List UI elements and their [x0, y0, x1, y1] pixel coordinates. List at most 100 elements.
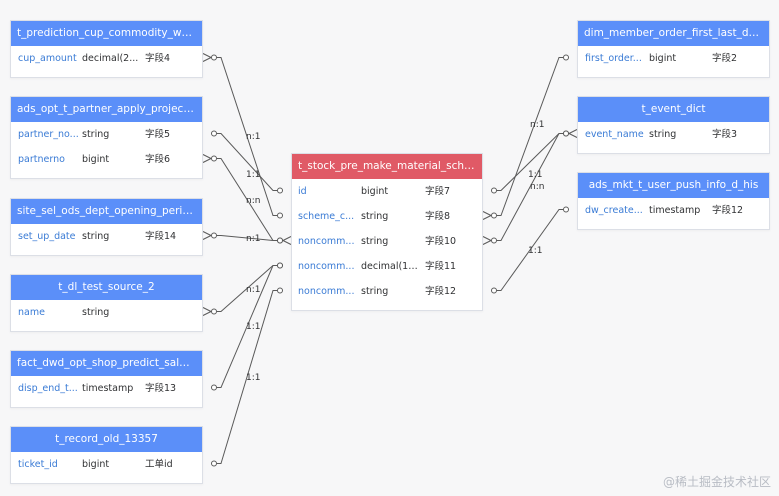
field-type: timestamp — [649, 205, 701, 216]
field-alias: 字段4 — [145, 53, 171, 64]
field-alias: 字段12 — [425, 286, 457, 297]
table-title[interactable]: t_record_old_13357 — [11, 427, 202, 452]
table-title[interactable]: site_sel_ods_dept_opening_period_c... — [11, 199, 202, 224]
one-end — [491, 287, 497, 294]
crowfoot-prong — [202, 231, 212, 236]
crowfoot-prong — [482, 240, 492, 245]
crowfoot-prong — [202, 57, 212, 62]
field-type: string — [361, 236, 389, 247]
field-type: string — [649, 129, 677, 140]
crowfoot-end — [202, 307, 217, 316]
field-name: noncomm... — [298, 286, 355, 297]
table-title[interactable]: dim_member_order_first_last_d_his_... — [578, 21, 769, 46]
field-type: bigint — [82, 154, 110, 165]
table-title[interactable]: t_dl_test_source_2 — [11, 275, 202, 300]
field-type: timestamp — [82, 383, 134, 394]
table-node-site-sel-ods-dept-opening-period-c[interactable]: site_sel_ods_dept_opening_period_c...set… — [10, 198, 203, 256]
table-title[interactable]: fact_dwd_opt_shop_predict_sale_tim... — [11, 351, 202, 376]
relation-line — [217, 290, 277, 464]
field-row[interactable]: name string — [11, 300, 202, 325]
crowfoot-prong — [202, 158, 212, 163]
crowfoot-prong — [568, 133, 578, 138]
relation-label: n:1 — [530, 120, 545, 130]
relation-line — [217, 133, 277, 191]
relation-line — [217, 57, 277, 216]
table-title[interactable]: ads_opt_t_partner_apply_project_pro... — [11, 97, 202, 122]
relation-label: 1:1 — [528, 170, 543, 180]
crowfoot-end — [482, 236, 497, 245]
relation-link — [211, 262, 283, 391]
relation-link — [202, 231, 283, 244]
link-endpoint — [277, 287, 283, 294]
crowfoot-prong — [202, 307, 212, 312]
field-type: string — [361, 211, 389, 222]
one-end — [563, 206, 569, 213]
crowfoot-end — [563, 129, 578, 138]
crowfoot-end — [202, 231, 217, 240]
crowfoot-prong — [568, 129, 578, 134]
table-node-fact-dwd-opt-shop-predict-sale-tim[interactable]: fact_dwd_opt_shop_predict_sale_tim...dis… — [10, 350, 203, 408]
table-node-dim-member-order-first-last-d-his[interactable]: dim_member_order_first_last_d_his_...fir… — [577, 20, 770, 78]
crowfoot-prong — [202, 154, 212, 159]
one-end — [211, 384, 217, 391]
link-endpoint — [491, 187, 497, 194]
table-title[interactable]: t_prediction_cup_commodity_week_... — [11, 21, 202, 46]
relation-line — [497, 133, 563, 241]
watermark: @稀土掘金技术社区 — [662, 475, 771, 489]
table-node-ads-opt-t-partner-apply-project-pro[interactable]: ads_opt_t_partner_apply_project_pro...pa… — [10, 96, 203, 179]
table-title[interactable]: t_event_dict — [578, 97, 769, 122]
field-name: name — [18, 307, 45, 318]
one-end — [277, 187, 283, 194]
link-endpoint — [211, 155, 217, 162]
link-endpoint — [211, 460, 217, 467]
one-end — [277, 287, 283, 294]
relation-line — [217, 235, 277, 241]
relation-label: n:1 — [246, 234, 261, 244]
relation-line — [497, 57, 563, 216]
field-name: ticket_id — [18, 459, 58, 470]
field-row[interactable]: noncomm...decimal(19,1)字段11 — [292, 254, 482, 279]
relation-link — [211, 130, 283, 194]
field-type: string — [82, 307, 110, 318]
relation-link — [482, 54, 569, 220]
relation-line — [497, 209, 563, 291]
relation-link — [211, 287, 283, 467]
field-name: cup_amount — [18, 53, 77, 64]
link-endpoint — [563, 206, 569, 213]
link-endpoint — [211, 308, 217, 315]
table-title[interactable]: t_stock_pre_make_material_scheme_... — [292, 154, 482, 179]
field-type: decimal(19,1) — [361, 261, 423, 272]
link-endpoint — [491, 212, 497, 219]
link-endpoint — [277, 187, 283, 194]
one-end — [277, 212, 283, 219]
link-endpoint — [211, 130, 217, 137]
link-endpoint — [563, 130, 569, 137]
table-title[interactable]: ads_mkt_t_user_push_info_d_his — [578, 173, 769, 198]
link-endpoint — [563, 54, 569, 61]
field-alias: 字段6 — [145, 154, 171, 165]
relation-label: n:n — [246, 196, 261, 206]
one-end — [211, 460, 217, 467]
table-node-t-prediction-cup-commodity-week[interactable]: t_prediction_cup_commodity_week_...cup_a… — [10, 20, 203, 78]
one-end — [211, 130, 217, 137]
relation-link — [482, 129, 578, 245]
